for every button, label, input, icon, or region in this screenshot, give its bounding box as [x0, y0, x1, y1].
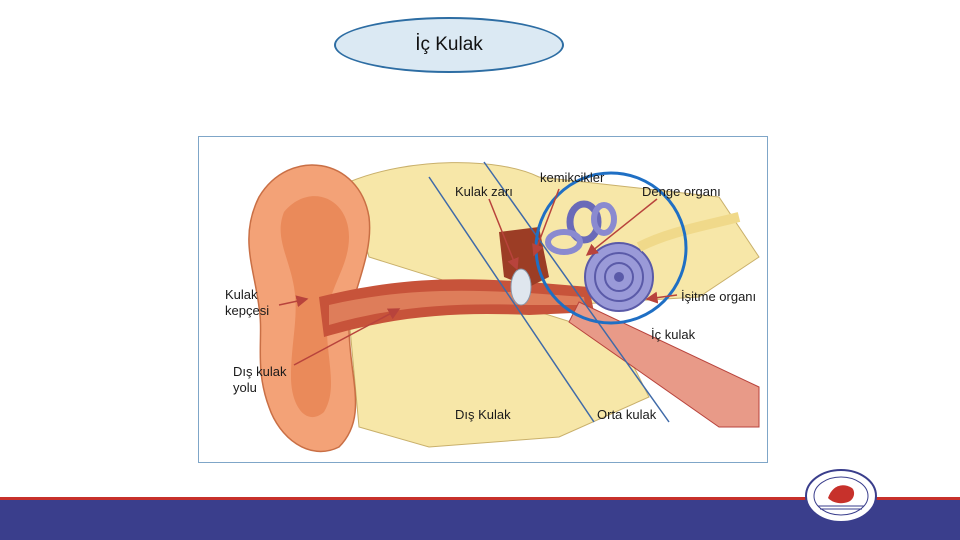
auricle-inner — [280, 196, 349, 418]
label-kemikcikler: kemikcikler — [540, 170, 605, 185]
semicircular-canal-1 — [566, 200, 602, 244]
cochlea-turn-2 — [604, 262, 634, 292]
label-dis-kulak: Dış kulak — [233, 364, 287, 379]
semicircular-canal-2 — [591, 202, 617, 236]
label-kulak-zari: Kulak zarı — [455, 184, 513, 199]
footer-accent-line — [0, 497, 960, 500]
outer-middle-divider — [428, 176, 595, 423]
semicircular-canal-3 — [545, 229, 583, 255]
ear-anatomy-figure: Kulak kepçesi Dış kulak yolu Kulak zarı … — [198, 136, 768, 463]
arrow-denge-organi — [585, 198, 658, 256]
label-denge-organi: Denge organı — [642, 184, 721, 199]
arrow-isitme-organi — [645, 291, 678, 304]
label-isitme-organi: İşitme organı — [681, 289, 757, 304]
cochlea-core — [614, 272, 624, 282]
middle-inner-divider — [483, 161, 670, 423]
eardrum — [510, 268, 532, 306]
arrow-kulak-zari — [488, 198, 519, 271]
ear-illustration — [248, 161, 760, 453]
arrow-kulak-kepcesi — [278, 295, 309, 308]
label-orta-kulak: Orta kulak — [597, 407, 657, 422]
label-kepcesi: kepçesi — [225, 303, 270, 318]
university-logo — [805, 469, 877, 523]
title-oval: İç Kulak — [334, 17, 564, 73]
label-yolu: yolu — [233, 380, 257, 395]
eustachian-tube — [568, 301, 760, 428]
label-ic-kulak: İç kulak — [651, 327, 696, 342]
cochlea-turn-1 — [594, 252, 644, 302]
slide-title: İç Kulak — [415, 34, 483, 55]
label-dis-kulak-region: Dış Kulak — [455, 407, 511, 422]
arrow-kemikcikler — [532, 188, 560, 257]
label-kulak: Kulak — [225, 287, 258, 302]
arrow-dis-kulak-yolu — [293, 308, 401, 366]
footer-band — [0, 500, 960, 540]
